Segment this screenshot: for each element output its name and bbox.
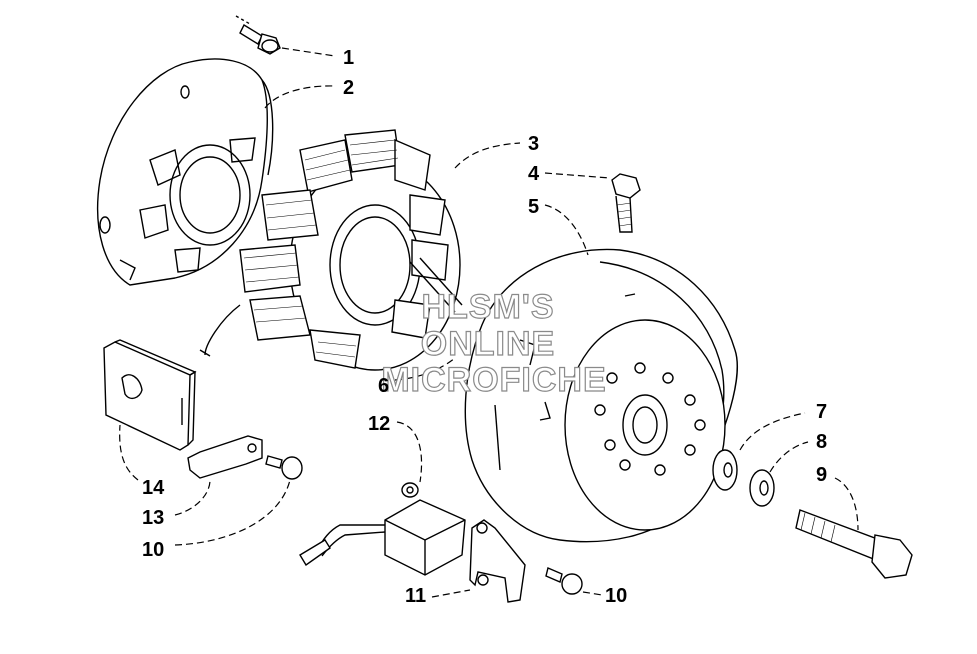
screw-part-10-right [545, 567, 583, 595]
callout-13: 13 [142, 507, 164, 529]
callout-2: 2 [343, 77, 354, 99]
callout-1: 1 [343, 47, 354, 69]
lock-washer-part-8 [749, 469, 775, 507]
flywheel-part-5 [464, 248, 738, 543]
stator-coil-part-3 [199, 129, 463, 371]
bracket-part-11 [469, 519, 526, 603]
leader-lines [119, 47, 859, 598]
bracket-part-13 [187, 435, 263, 479]
watermark-line-1: HLSM'S [421, 288, 554, 326]
bolt-part-4 [611, 173, 641, 233]
watermark-line-3: MICROFICHE [381, 361, 606, 399]
callout-10-left: 10 [142, 539, 164, 561]
callout-3: 3 [528, 133, 539, 155]
callout-7: 7 [816, 401, 827, 423]
callout-labels: 1 2 3 4 5 6 7 8 9 10 10 11 12 13 14 [142, 47, 827, 607]
callout-6: 6 [378, 375, 389, 397]
stator-housing-part-2 [97, 58, 274, 286]
watermark-line-2: ONLINE [421, 325, 555, 363]
callout-11: 11 [405, 585, 426, 607]
callout-9: 9 [816, 464, 827, 486]
washer-part-7 [712, 449, 738, 491]
callout-8: 8 [816, 431, 827, 453]
callout-12: 12 [368, 413, 390, 435]
screw-part-10-left [265, 455, 303, 480]
callout-10-right: 10 [605, 585, 627, 607]
callout-5: 5 [528, 196, 539, 218]
screw-part-1 [235, 15, 281, 55]
ignition-module-part-12 [299, 482, 466, 576]
bolt-part-9 [795, 509, 913, 579]
watermark: HLSM'S ONLINE MICROFICHE [381, 287, 607, 399]
pickup-plate-part-14 [103, 339, 197, 451]
callout-14: 14 [142, 477, 165, 499]
callout-4: 4 [528, 163, 540, 185]
